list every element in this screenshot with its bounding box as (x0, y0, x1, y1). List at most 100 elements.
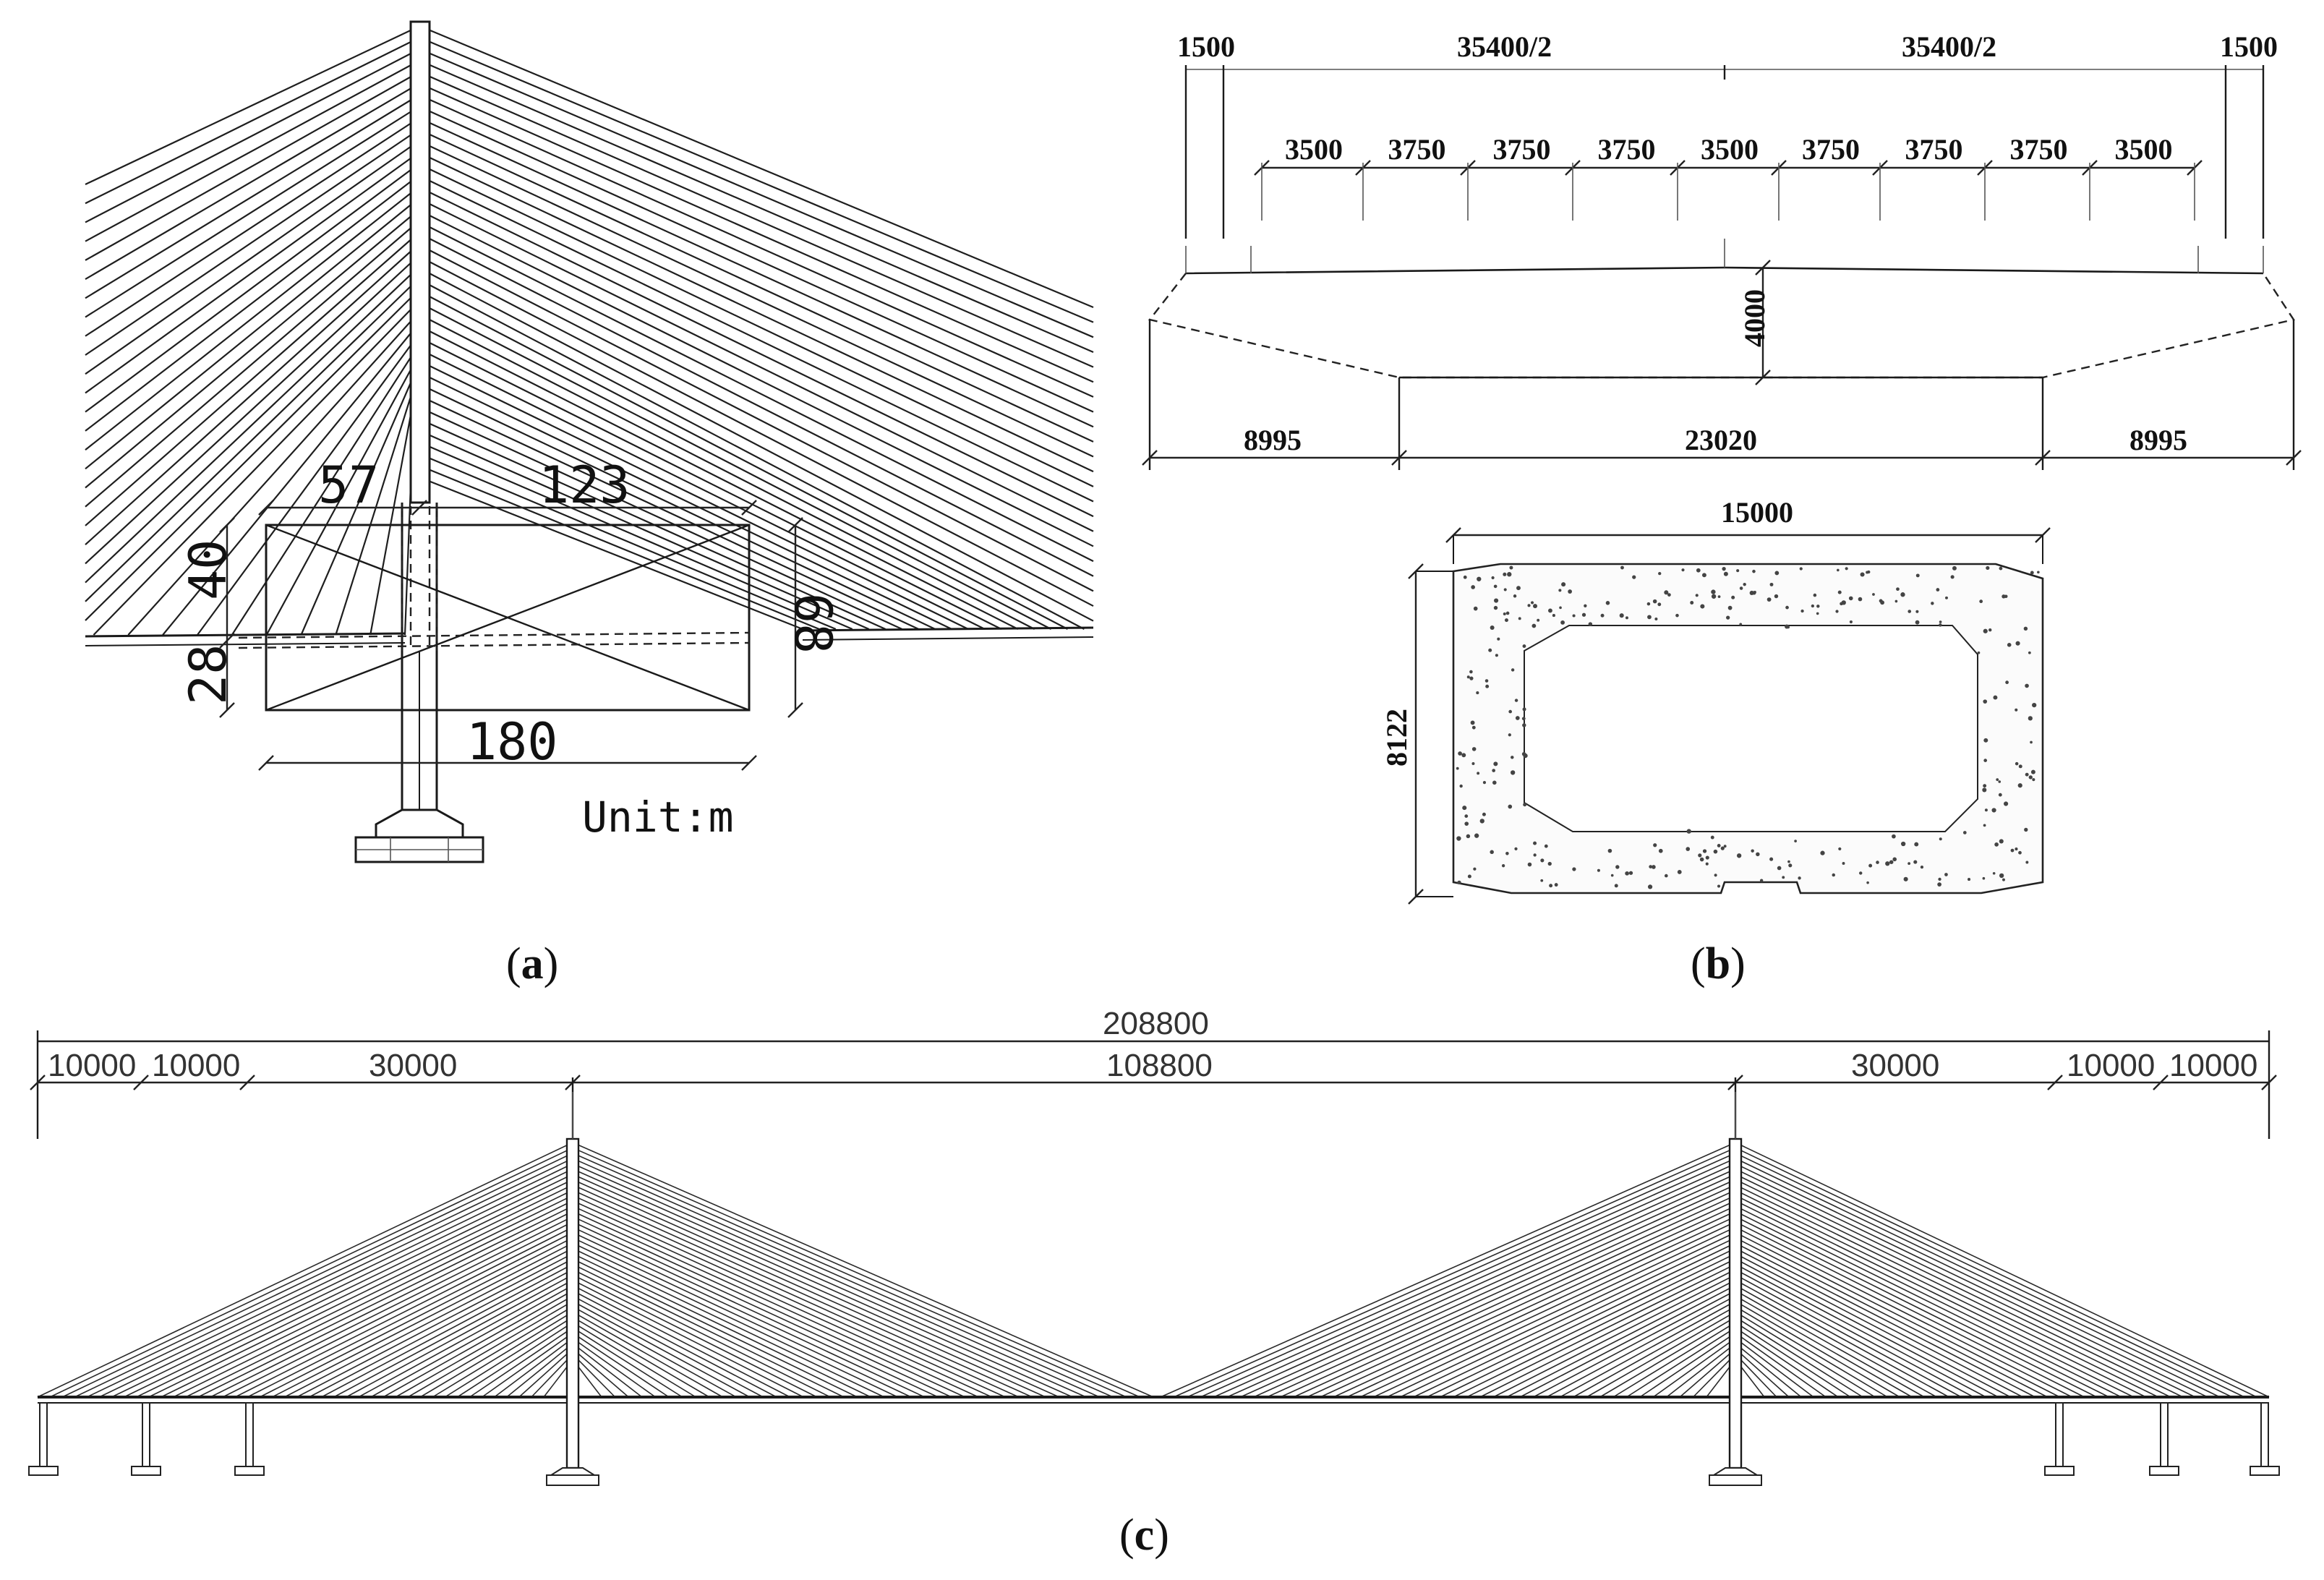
panel-c-pier (2055, 1402, 2064, 1467)
panel-b-speckle (1561, 582, 1566, 587)
panel-b-lane-width: 3750 (1493, 133, 1551, 166)
panel-b-speckle (2030, 769, 2035, 774)
panel-b-speckle (1652, 865, 1656, 869)
panel-b-speckle (1767, 597, 1772, 602)
panel-a-cable-left (85, 28, 414, 185)
panel-b-speckle (1903, 876, 1908, 881)
panel-b-speckle (1752, 569, 1756, 573)
panel-c-cable (506, 1343, 573, 1398)
panel-c-cable (1735, 1290, 1925, 1398)
panel-b-speckle (1753, 590, 1756, 594)
panel-b-speckle (1610, 874, 1614, 877)
panel-c-cable (1506, 1279, 1736, 1398)
panel-b-speckle (1485, 684, 1490, 688)
panel-c-cable (1612, 1322, 1736, 1398)
panel-b-dim-1500-right: 1500 (2220, 30, 2278, 63)
panel-b-speckle (1816, 612, 1819, 615)
panel-b-speckle (1664, 874, 1668, 878)
panel-c-cable (572, 1237, 912, 1398)
panel-b-speckle (2015, 708, 2018, 712)
panel-b-speckle (1615, 865, 1620, 869)
panel-b-speckle (1820, 850, 1825, 855)
panel-c-pier (2260, 1402, 2269, 1467)
panel-b-speckle (1696, 568, 1701, 573)
panel-b-speckle (1811, 604, 1815, 608)
panel-b-speckle (1667, 593, 1671, 597)
panel-b-speckle (1736, 853, 1742, 858)
panel-a-tower-elevation: 57 123 40 28 68 180 Unit:m (a) (85, 20, 1094, 988)
panel-a-region-box (238, 524, 751, 712)
panel-b-speckle (1533, 841, 1537, 845)
panel-b-speckle (1982, 876, 1986, 880)
panel-b-speckle (1510, 770, 1516, 775)
panel-a-cable-right (426, 74, 1094, 368)
panel-c-dim-side-5: 10000 (2067, 1048, 2155, 1083)
panel-c-cable (1560, 1300, 1736, 1398)
panel-b-speckle (1743, 582, 1746, 586)
panel-a-cable-right (426, 155, 1094, 473)
panel-b-speckle (1584, 604, 1587, 607)
panel-b-speckle (1471, 747, 1477, 751)
panel-b-lane-width: 3750 (1802, 133, 1860, 166)
panel-b-speckle (1996, 778, 1999, 782)
panel-b-speckle (1759, 879, 1764, 882)
panel-b-lane-width: 3750 (2010, 133, 2068, 166)
panel-b-speckle (1467, 874, 1471, 879)
panel-b-speckle (1836, 568, 1840, 572)
panel-b-speckle (1514, 699, 1518, 702)
panel-b-speckle (1837, 590, 1842, 594)
panel-a-cable-left (162, 329, 414, 636)
panel-c-cable (1735, 1348, 1790, 1398)
panel-c-cable (572, 1221, 952, 1398)
panel-b-speckle (1698, 853, 1702, 858)
panel-c-dimension-ticks (30, 1075, 2277, 1143)
panel-b-speckle (1675, 613, 1679, 618)
panel-b-speckle (1605, 601, 1610, 605)
panel-b-speckle (2018, 764, 2022, 769)
panel-b-speckle (1769, 582, 1774, 586)
panel-c-pier-footing (2149, 1466, 2179, 1476)
panel-b-speckle (1681, 568, 1685, 572)
panel-a-cable-left (85, 86, 414, 281)
panel-b-speckle (1962, 831, 1967, 834)
panel-b-speckle (1505, 611, 1510, 615)
panel-b-speckle (1842, 862, 1845, 865)
panel-b-speckle (1858, 597, 1863, 602)
panel-b-speckle (1705, 862, 1709, 866)
panel-b-dim-23020: 23020 (1685, 424, 1757, 456)
panel-b-speckle (1508, 733, 1511, 737)
panel-a-cable-left (85, 236, 414, 526)
panel-b-speckle (1572, 867, 1576, 871)
panel-c-cable (173, 1200, 573, 1398)
panel-b-speckle (1915, 610, 1919, 613)
panel-b-dim-depth: 4000 (1738, 289, 1771, 347)
panel-a-cable-right (426, 352, 986, 630)
panel-b-speckle (1461, 753, 1466, 758)
panel-b-speckle (1482, 781, 1487, 785)
panel-b-speckle (1463, 575, 1467, 579)
panel-b-speckle (1908, 610, 1912, 613)
panel-c-cable (1735, 1158, 2233, 1398)
panel-b-speckle (1511, 756, 1514, 759)
panel-a-pylon (401, 20, 438, 810)
panel-b-speckle (1492, 769, 1495, 772)
panel-b-speckle (1832, 873, 1836, 877)
panel-a-cable-left (85, 283, 414, 602)
panel-b-dim-15000: 15000 (1721, 496, 1793, 529)
panel-b-speckle (1484, 679, 1489, 683)
panel-b-speckle (1540, 858, 1545, 863)
panel-b-speckle (1482, 812, 1486, 816)
panel-b-speckle (1713, 849, 1718, 854)
panel-c-cable (1280, 1190, 1736, 1398)
panel-b-speckle (1646, 602, 1651, 606)
panel-c-cable (1735, 1190, 2159, 1398)
panel-a-cable-left (85, 248, 414, 546)
panel-b-speckle (1493, 598, 1499, 603)
panel-c-dim-side-3: 30000 (369, 1048, 457, 1083)
panel-b-lane-width: 3500 (1701, 133, 1759, 166)
panel-c-cable (518, 1348, 573, 1398)
panel-a-unit-label: Unit:m (582, 793, 734, 842)
panel-a-cable-right (426, 444, 853, 631)
panel-a-cable-left (127, 317, 414, 636)
